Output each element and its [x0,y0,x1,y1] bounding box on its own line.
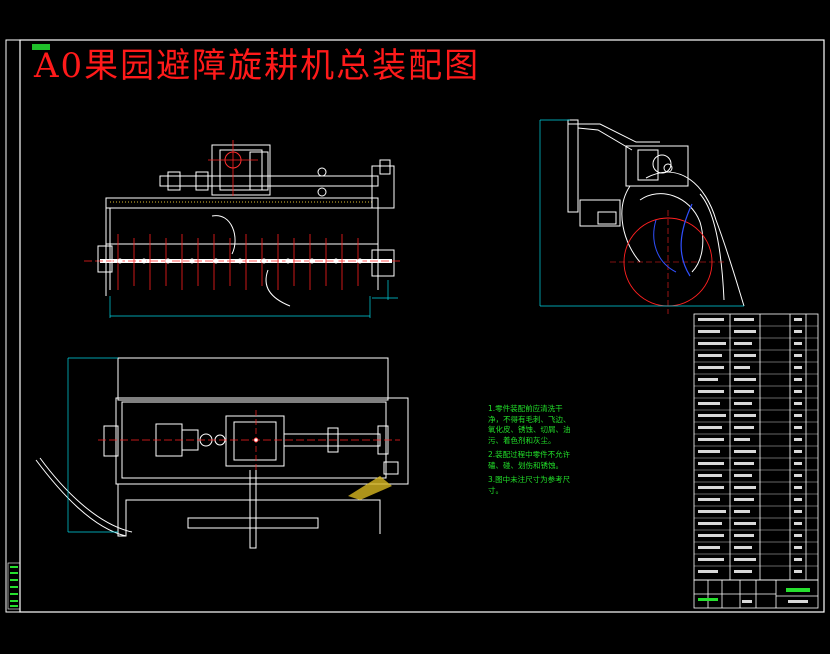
front-view-dimensions [109,280,398,318]
title-block [693,579,819,609]
title-block-marks [698,588,810,603]
top-view [35,357,409,549]
side-view [567,119,745,307]
top-view-dimensions [67,357,118,533]
parts-list-entries [698,318,802,573]
parts-list-rows [694,325,818,567]
requirement-2: 2.装配过程中零件不允许磕、碰、划伤和锈蚀。 [488,450,571,470]
front-view [84,144,400,307]
requirement-3: 3.图中未注尺寸为参考尺寸。 [488,475,571,495]
technical-requirements: 1.零件装配前应清洗干净，不得有毛刺、飞边、氧化皮、锈蚀、切屑、油污、着色剂和灰… [488,404,574,500]
top-view-centerlines [98,410,400,470]
side-view-rotor [610,203,726,314]
drawing-title: A0果园避障旋耕机总装配图 [34,46,481,86]
front-view-blades [117,140,359,290]
requirement-1: 1.零件装配前应清洗干净，不得有毛刺、飞边、氧化皮、锈蚀、切屑、油污、着色剂和灰… [488,404,571,445]
parts-list-table [693,313,819,581]
side-view-dimensions [539,119,744,307]
left-margin-stamp [7,562,21,610]
drawing-frame [19,39,825,613]
front-view-hubs [117,258,363,264]
sheet-label-stamp [32,44,50,50]
top-view-hatch [348,476,392,500]
